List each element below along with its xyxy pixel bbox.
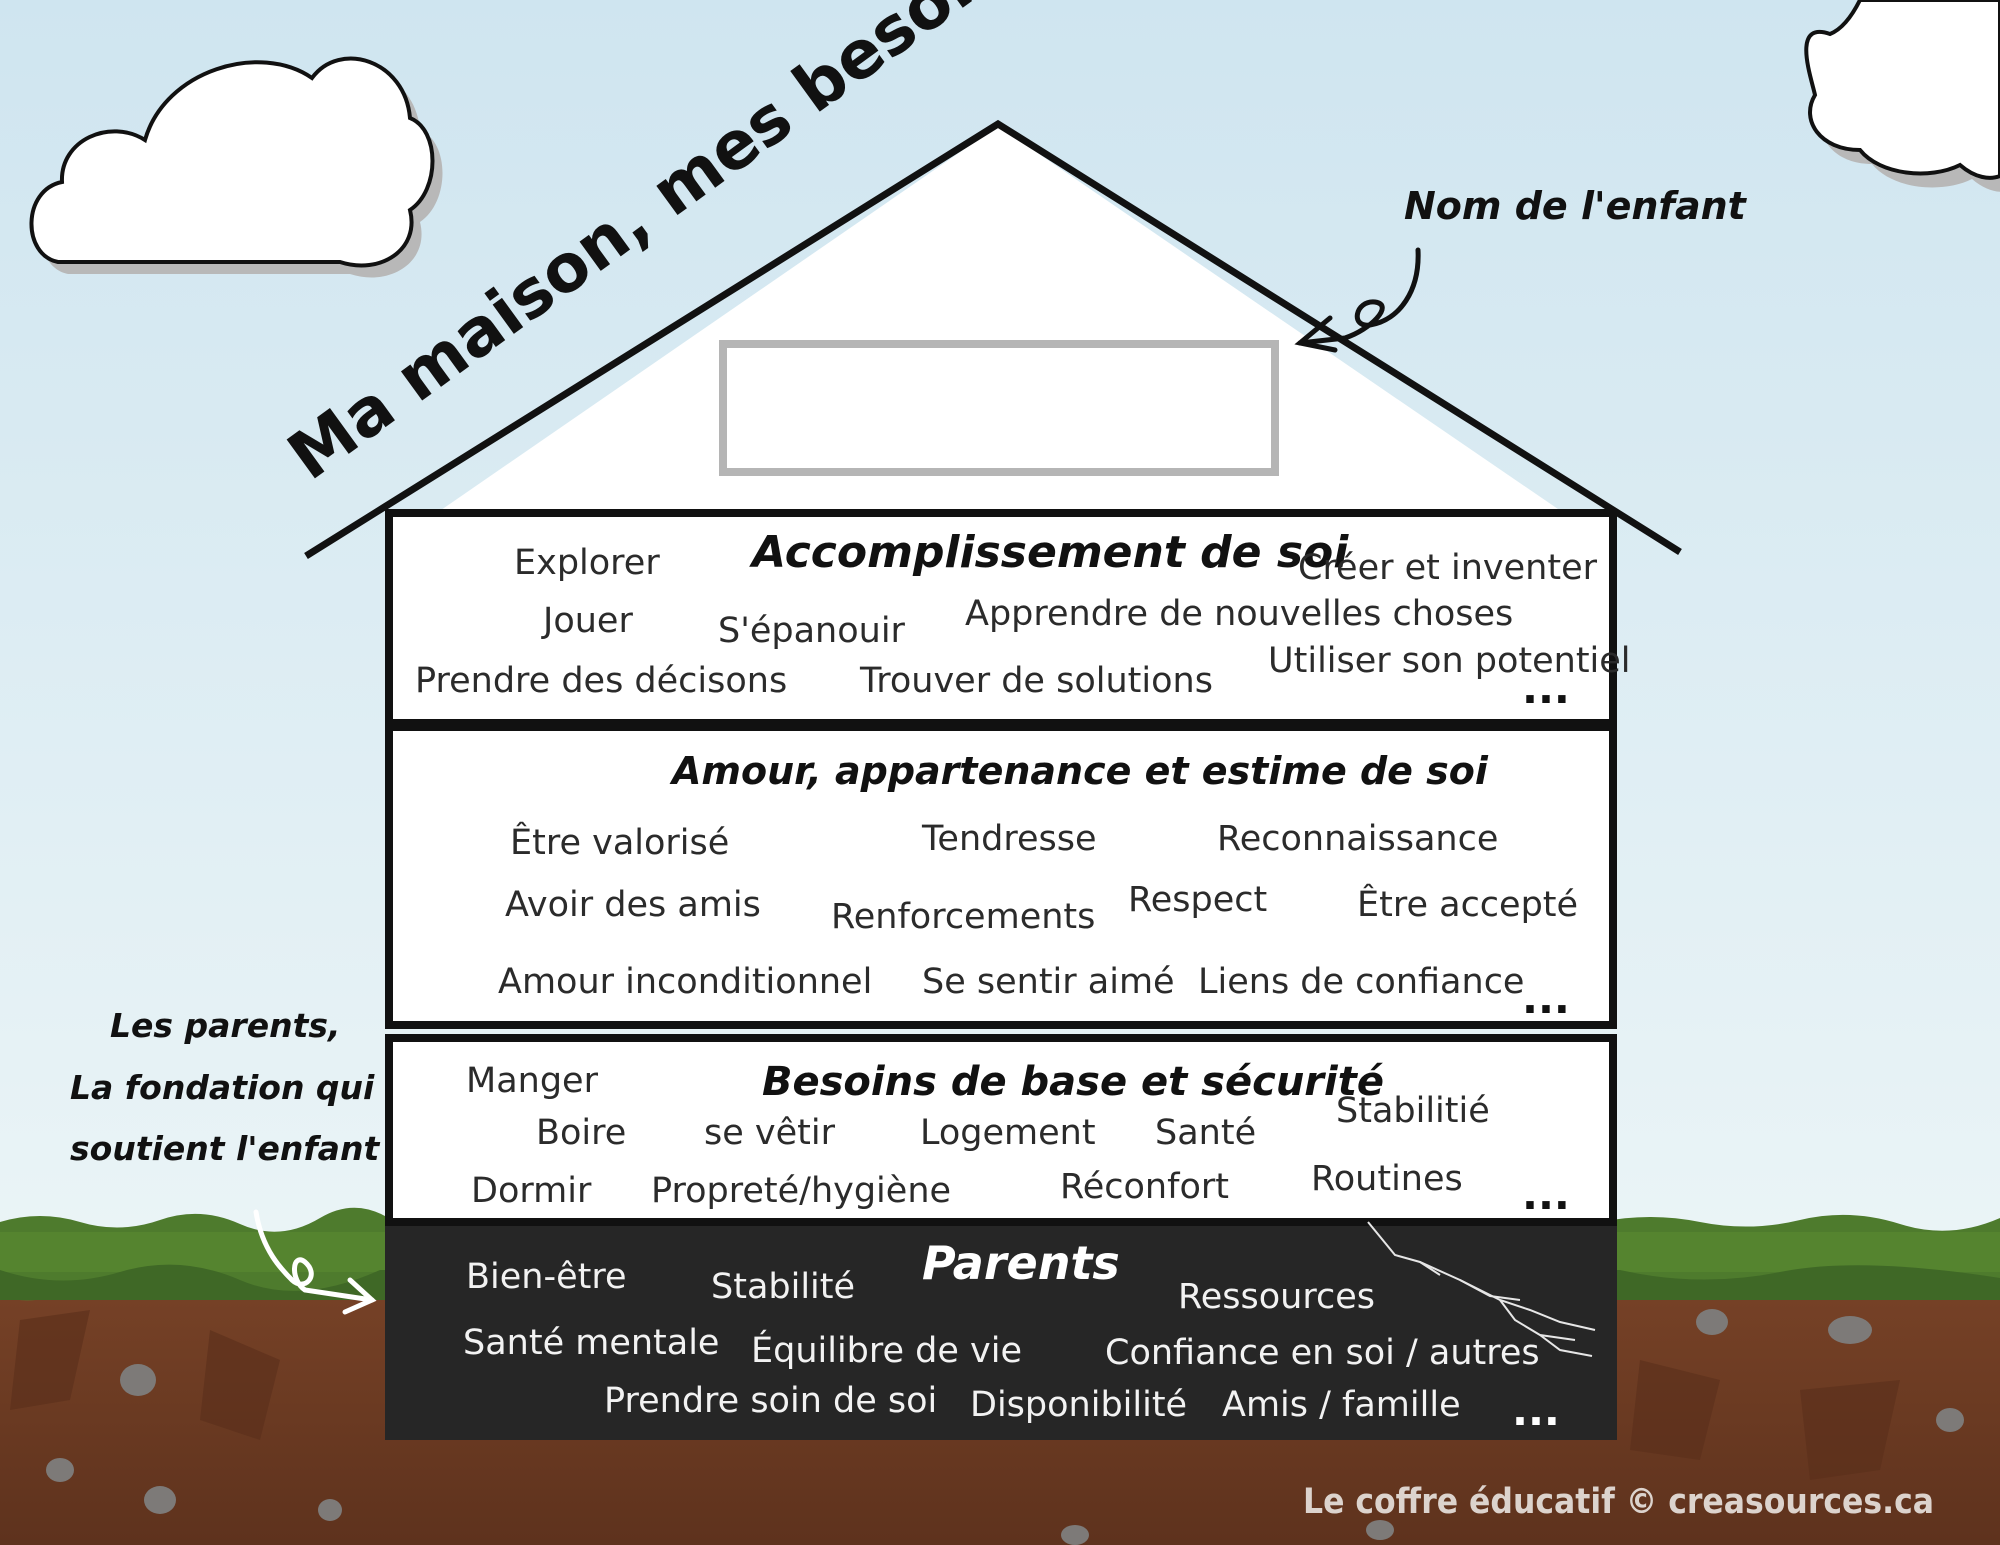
need-item: Créer et inventer (1298, 548, 1598, 588)
need-item: Boire (536, 1113, 627, 1153)
need-item: S'épanouir (718, 611, 905, 651)
roof (386, 126, 1615, 548)
need-item: se vêtir (704, 1113, 835, 1153)
need-item: Être valorisé (510, 823, 730, 863)
foundation-note-line-3: soutient l'enfant (70, 1129, 380, 1168)
cloud-left (29, 56, 443, 278)
level-basic-box (385, 1034, 1617, 1226)
credit: Le coffre éducatif © creasources.ca (1303, 1482, 1934, 1522)
need-item: Reconnaissance (1217, 819, 1499, 859)
need-item: Stabilitié (1336, 1091, 1490, 1131)
arrow-to-foundation (253, 1209, 377, 1315)
need-item: Respect (1128, 880, 1268, 920)
need-item: Apprendre de nouvelles choses (965, 594, 1514, 634)
foundation-note-line-2: La fondation qui (70, 1068, 375, 1107)
need-item: Logement (920, 1113, 1096, 1153)
more-dots: ... (1522, 974, 1570, 1023)
more-dots: ... (1522, 1170, 1570, 1219)
need-item: Amis / famille (1222, 1385, 1461, 1425)
need-item: Trouver de solutions (860, 661, 1213, 701)
need-item: Liens de confiance (1198, 962, 1525, 1002)
need-item: Stabilité (711, 1267, 856, 1307)
need-item: Renforcements (831, 897, 1096, 937)
need-item: Utiliser son potentiel (1268, 641, 1631, 681)
need-item: Jouer (543, 601, 633, 641)
foundation-note-line-1: Les parents, (110, 1006, 341, 1045)
need-item: Amour inconditionnel (498, 962, 873, 1002)
need-item: Santé mentale (463, 1323, 720, 1363)
basic-safety-heading: Besoins de base et sécurité (762, 1059, 1384, 1105)
foundation-crack (1367, 1221, 1596, 1357)
need-item: Tendresse (922, 819, 1097, 859)
arrow-to-name (1294, 247, 1421, 353)
level-love-box (385, 723, 1617, 1029)
need-item: Manger (466, 1061, 598, 1101)
need-item: Prendre soin de soi (604, 1381, 938, 1421)
need-item: Dormir (471, 1171, 592, 1211)
child-name-box (719, 340, 1279, 476)
need-item: Avoir des amis (505, 885, 761, 925)
parents-heading: Parents (922, 1236, 1120, 1290)
need-item: Explorer (514, 543, 660, 583)
child-name-label: Nom de l'enfant (1404, 184, 1746, 228)
love-belonging-heading: Amour, appartenance et estime de soi (672, 749, 1488, 793)
need-item: Santé (1155, 1113, 1257, 1153)
self-actualization-heading: Accomplissement de soi (752, 527, 1349, 578)
cloud-right (1804, 0, 2000, 192)
more-dots: ... (1512, 1386, 1560, 1435)
need-item: Réconfort (1060, 1167, 1229, 1207)
need-item: Confiance en soi / autres (1105, 1333, 1540, 1373)
need-item: Propreté/hygiène (651, 1171, 952, 1211)
need-item: Ressources (1178, 1277, 1375, 1317)
level-self-actualization-box (385, 509, 1617, 727)
need-item: Équilibre de vie (751, 1331, 1023, 1371)
need-item: Disponibilité (970, 1385, 1188, 1425)
need-item: Bien-être (466, 1257, 627, 1297)
need-item: Être accepté (1357, 885, 1579, 925)
need-item: Se sentir aimé (922, 962, 1175, 1002)
need-item: Prendre des décisons (415, 661, 788, 701)
level-parents-box (385, 1226, 1617, 1440)
roof-outline (304, 119, 1682, 559)
need-item: Routines (1311, 1159, 1463, 1199)
more-dots: ... (1522, 664, 1570, 713)
stones (46, 1309, 1964, 1545)
